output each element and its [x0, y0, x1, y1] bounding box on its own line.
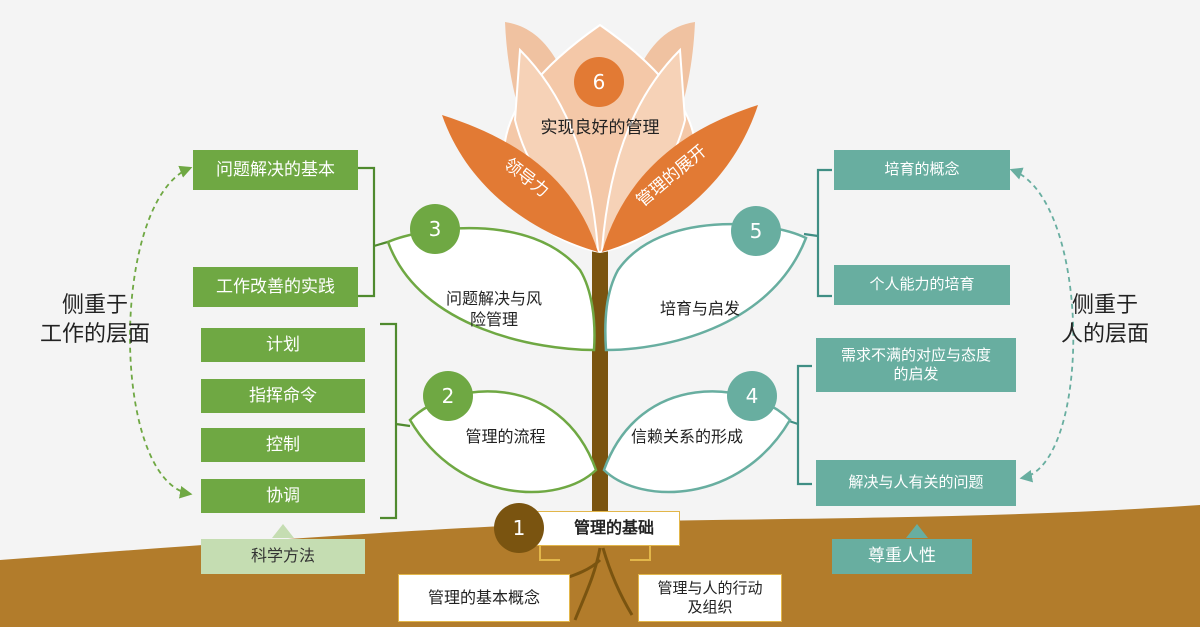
step-6-number: 6: [574, 57, 624, 107]
soil-ground: [0, 505, 1200, 627]
leaf-2-text: 管理的流程: [465, 426, 546, 446]
box-coordinate: 协调: [201, 479, 365, 513]
box-needs-attitude: 需求不满的对应与态度的启发: [816, 338, 1016, 392]
right-top-bracket: [803, 168, 832, 298]
box-people-problems: 解决与人有关的问题: [816, 460, 1016, 506]
right-base-respect-humanity: 尊重人性: [832, 539, 972, 574]
ground-box-basic-concept: 管理的基本概念: [398, 574, 570, 622]
top-title: 实现良好的管理: [540, 117, 660, 138]
petal-right-orange: [602, 105, 758, 252]
box-work-improvement: 工作改善的实践: [193, 267, 358, 307]
step-2-number: 2: [423, 371, 473, 421]
left-top-bracket: [358, 166, 409, 298]
leaf-3-text: 问题解决与风险管理: [445, 289, 542, 329]
left-side-label: 侧重于 工作的层面: [20, 288, 170, 354]
right-dashed-arrow: [1009, 167, 1075, 483]
box-control: 控制: [201, 428, 365, 462]
step-3-number: 3: [410, 204, 460, 254]
ground-box-people-organization: 管理与人的行动及组织: [638, 574, 782, 622]
left-side-label-line2: 工作的层面: [39, 322, 150, 347]
box-personal-ability: 个人能力的培育: [834, 265, 1010, 305]
right-side-label: 侧重于 人的层面: [1030, 288, 1180, 354]
petal-left-orange: [442, 115, 598, 252]
left-up-arrow-icon: [272, 524, 294, 538]
root-text: 管理的基础: [573, 518, 654, 538]
box-problem-solving-basics: 问题解决的基本: [193, 150, 358, 190]
right-side-label-line2: 人的层面: [1060, 322, 1149, 347]
right-up-arrow-icon: [906, 524, 928, 538]
left-base-scientific-method: 科学方法: [201, 539, 365, 574]
box-cultivation-concept: 培育的概念: [834, 150, 1010, 190]
box-plan: 计划: [201, 328, 365, 362]
left-side-label-line1: 侧重于: [61, 293, 128, 319]
stem: [592, 250, 608, 520]
box-command: 指挥命令: [201, 379, 365, 413]
left-dashed-arrow: [129, 165, 193, 499]
step-4-number: 4: [727, 371, 777, 421]
leaf-3: [386, 226, 596, 352]
root-connectors: [539, 546, 651, 561]
leaf-4-text: 信赖关系的形成: [630, 426, 743, 446]
step-1-number: 1: [494, 503, 544, 553]
left-bottom-bracket: [380, 322, 411, 520]
right-side-label-line1: 侧重于: [1071, 293, 1138, 319]
step-5-number: 5: [731, 206, 781, 256]
leaf-5-text: 培育与启发: [659, 298, 740, 318]
root-box: [520, 511, 680, 546]
right-bottom-bracket: [785, 364, 812, 486]
